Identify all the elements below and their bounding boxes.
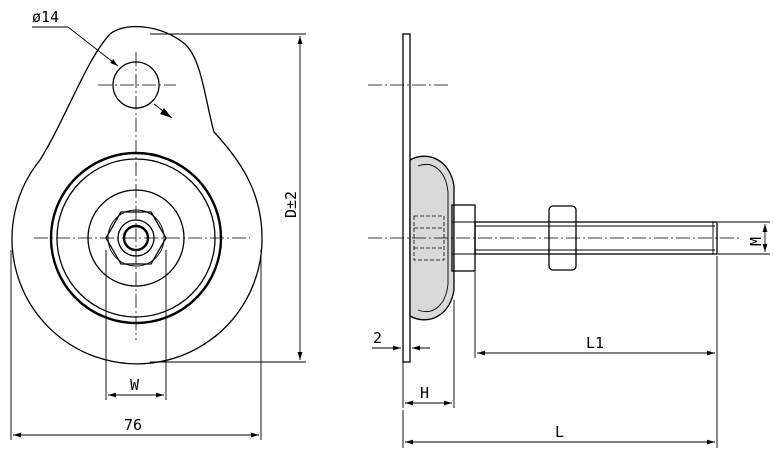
side-view: 2 H L1 L M (368, 33, 770, 448)
plate-thickness-dimension: 2 (372, 329, 430, 351)
nut-width-label: W (130, 376, 140, 394)
nut-width-dimension: W (105, 250, 167, 400)
overall-length-label: L (555, 423, 564, 441)
base-plate-outline (11, 25, 263, 365)
height-dimension: D±2 (150, 33, 306, 363)
thread-length-label: L1 (586, 334, 604, 352)
hole-diameter-label: ø14 (32, 8, 59, 26)
width-label: 76 (124, 416, 142, 434)
hole-diameter-dimension: ø14 (32, 8, 173, 119)
width-dimension: 76 (10, 250, 262, 440)
base-plate-side (402, 33, 411, 363)
thread-diameter-dimension: M (718, 221, 770, 255)
rubber-body (409, 155, 455, 321)
head-height-dimension: H (402, 300, 455, 408)
plate-thickness-label: 2 (373, 329, 382, 347)
thread-length-dimension: L1 (474, 256, 718, 448)
thread-diameter-label: M (747, 237, 765, 246)
overall-length-dimension: L (402, 410, 715, 448)
head-height-label: H (420, 384, 429, 402)
height-label: D±2 (282, 191, 300, 218)
front-view: ø14 D±2 W 76 (10, 8, 306, 440)
